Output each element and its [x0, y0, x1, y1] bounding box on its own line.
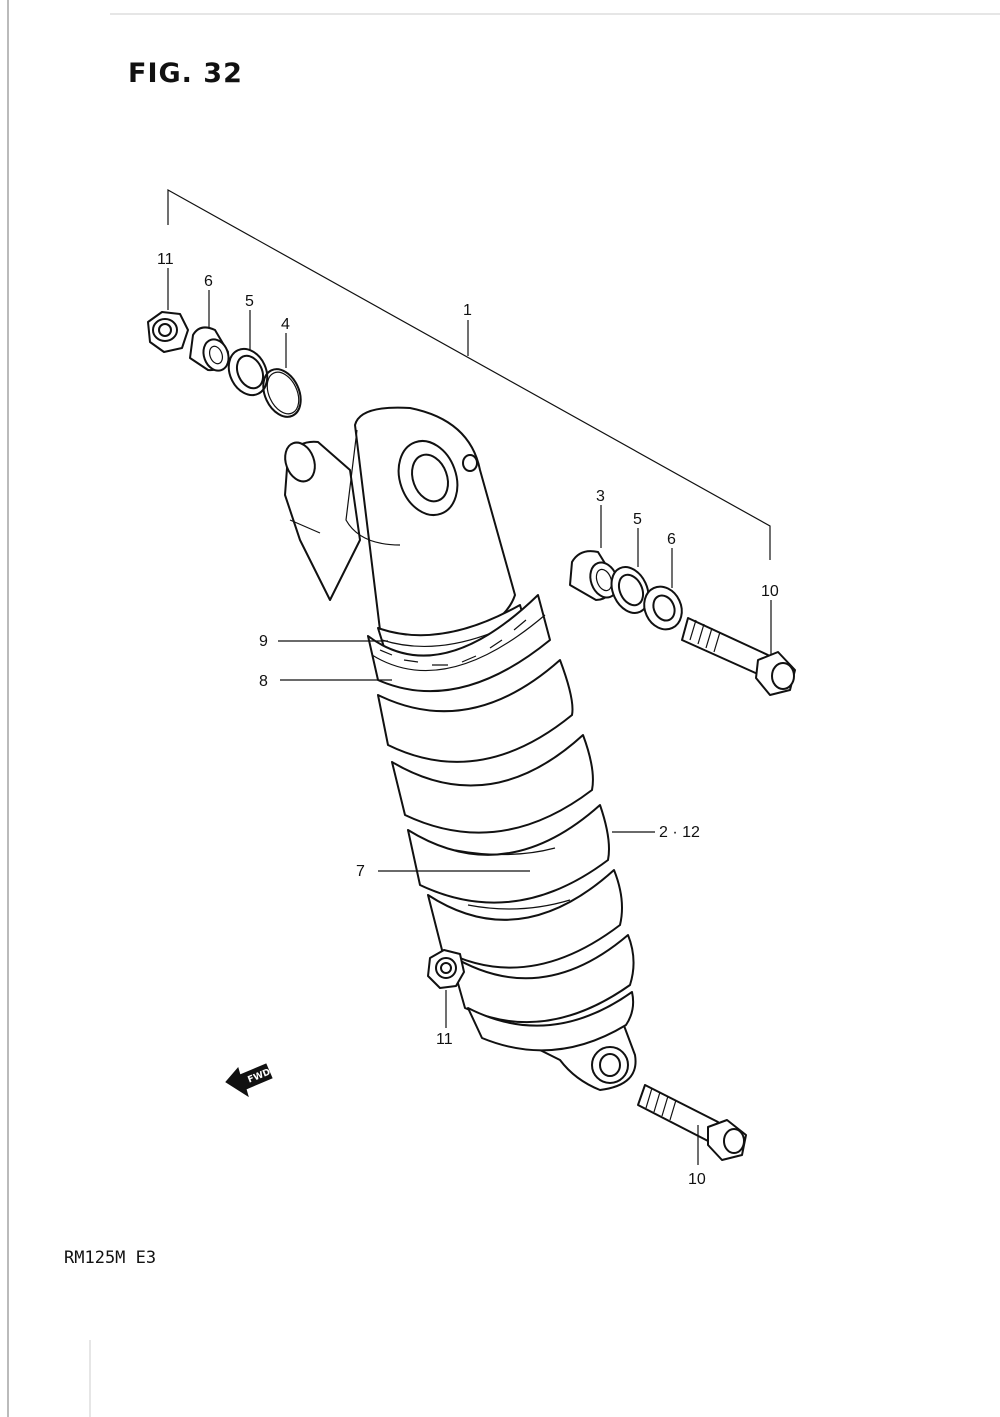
- bush-6-top: [189, 326, 230, 372]
- shock-body: [284, 406, 637, 1091]
- bolt-10-bottom: [637, 1084, 747, 1161]
- fwd-arrow-icon: FWD: [225, 1063, 273, 1098]
- callout-1: 1: [463, 302, 472, 319]
- callout-11-top: 11: [157, 251, 174, 268]
- bolt-10-top: [681, 617, 796, 696]
- callout-7: 7: [356, 863, 365, 880]
- callout-leaders: [167, 268, 772, 1165]
- bush-3: [569, 550, 619, 601]
- callout-10-right: 10: [761, 583, 779, 600]
- callout-5-right: 5: [633, 511, 642, 528]
- figure-title: FIG. 32: [128, 58, 243, 89]
- callout-6-right: 6: [667, 531, 676, 548]
- assembly-bracket-1: [167, 188, 771, 560]
- shock-spring: [377, 659, 635, 1052]
- callout-10-bottom: 10: [688, 1171, 706, 1188]
- callout-9: 9: [259, 633, 268, 650]
- model-code: RM125M E3: [64, 1248, 157, 1268]
- callout-11-bottom: 11: [436, 1031, 453, 1048]
- bottom-nut-11: [427, 949, 465, 989]
- seal-5-right: [610, 566, 650, 614]
- callout-5-top: 5: [245, 293, 254, 310]
- callout-2-12: 2 · 12: [659, 824, 700, 841]
- circlip-4: [262, 368, 302, 418]
- spring-adjuster: [367, 594, 551, 693]
- callout-6-top: 6: [204, 273, 213, 290]
- seal-5-top: [227, 347, 269, 397]
- bush-6-right: [643, 585, 683, 631]
- top-nut-11: [147, 311, 189, 353]
- callout-3: 3: [596, 488, 605, 505]
- callout-numbers: 11 6 5 4 1 3 5 6 10 9 8 2 · 12 7 11 10: [157, 251, 779, 1188]
- callout-8: 8: [259, 673, 268, 690]
- callout-4: 4: [281, 316, 290, 333]
